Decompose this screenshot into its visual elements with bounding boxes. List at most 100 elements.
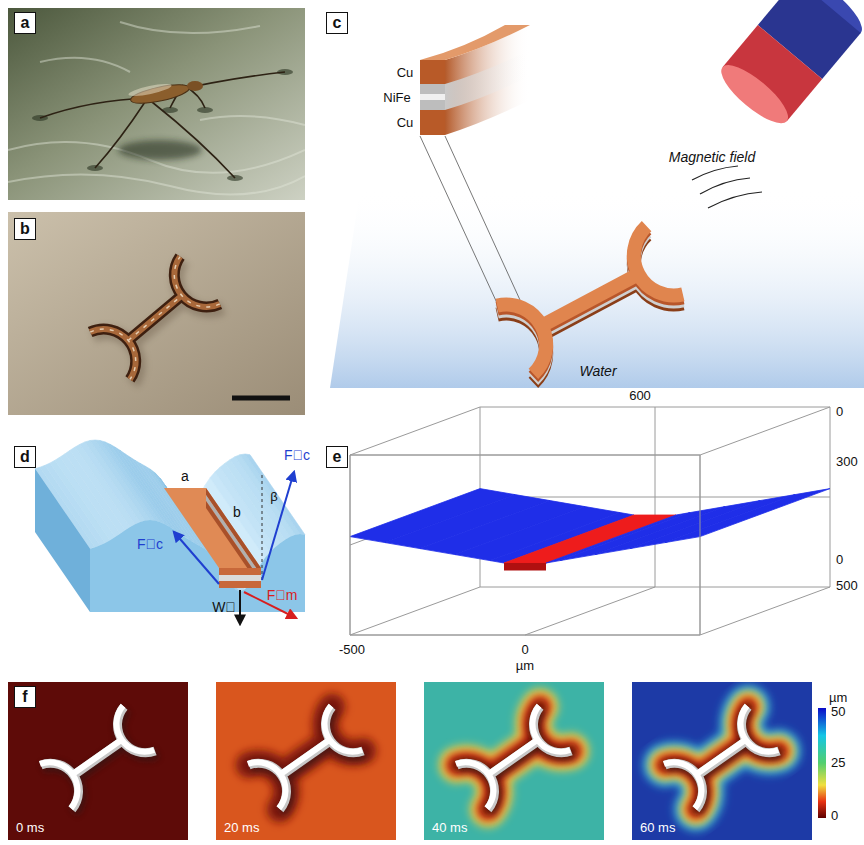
simulation-frame <box>424 682 604 840</box>
water-surface <box>665 489 830 543</box>
frame-ground <box>216 682 396 840</box>
leader-line <box>445 136 520 300</box>
robot-edge-group <box>41 707 155 810</box>
box-edge <box>350 635 700 636</box>
robot-edge <box>457 707 571 810</box>
robot-edge <box>249 707 363 810</box>
field-line <box>700 178 750 194</box>
robot-outline <box>90 257 220 380</box>
bar-front-layer <box>219 575 261 581</box>
panel-label: c <box>326 12 348 34</box>
axis-tick: 300 <box>836 455 858 469</box>
strider-shadow <box>118 140 202 160</box>
robot-highlight-group <box>90 257 220 380</box>
water-ripple <box>120 22 260 33</box>
bar-side-layer <box>206 488 261 575</box>
axis-tick: 500 <box>836 579 858 593</box>
robot-edge-group <box>457 707 571 810</box>
robot-front <box>504 563 546 571</box>
strider-leg <box>152 102 235 178</box>
bar-side-layer <box>206 501 261 588</box>
bar-side-layer <box>206 495 261 581</box>
capillary-force-arrow <box>262 472 294 580</box>
simulation-frame <box>8 682 188 840</box>
robot-edge <box>41 707 155 810</box>
box-edge <box>350 455 700 456</box>
strider-wing <box>128 82 173 99</box>
force-label: F⃗m <box>267 588 298 603</box>
nife-highlight <box>420 94 445 100</box>
water-ground <box>8 8 305 200</box>
time-label: 60 ms <box>640 821 675 835</box>
robot-top <box>497 226 683 374</box>
frame-ground <box>632 682 812 840</box>
simulation-frame <box>216 682 396 840</box>
colorbar-tick: 0 <box>831 809 838 823</box>
robot-body-group <box>664 706 778 809</box>
robot-highlight <box>90 257 220 380</box>
grid-line <box>525 587 655 635</box>
dimension-label: a <box>181 469 189 484</box>
force-label: F⃗c <box>284 448 310 463</box>
schematic <box>330 0 864 388</box>
strider-head <box>187 81 203 91</box>
layer-label: Cu <box>397 66 414 80</box>
axis-tick: 0 <box>521 643 528 657</box>
nife-layer <box>420 84 445 110</box>
magnet <box>713 0 864 132</box>
panel-label: d <box>14 446 36 468</box>
photo-ground <box>8 212 305 415</box>
panel-letter: f <box>22 689 27 705</box>
surface-plot <box>350 407 830 635</box>
robot-body <box>248 706 362 809</box>
angle-label: β <box>270 490 277 504</box>
water-ripple <box>200 116 305 125</box>
axis-tick: -500 <box>339 643 365 657</box>
robot-body-group <box>456 706 570 809</box>
box-edge <box>700 455 701 635</box>
capillary-force-arrow <box>174 532 219 584</box>
field-line <box>708 192 762 208</box>
magnet-face <box>713 56 795 131</box>
colorbar <box>818 708 826 818</box>
colorbar-tick: 50 <box>831 705 845 719</box>
axis-unit: µm <box>516 659 534 673</box>
box-edge <box>700 407 830 455</box>
robot-outline-group <box>90 257 220 380</box>
weight-arrow <box>239 590 241 624</box>
axis-tick: 600 <box>629 389 651 403</box>
time-label: 20 ms <box>224 821 259 835</box>
scale-bar <box>232 396 290 401</box>
box-edge <box>350 455 700 456</box>
force-diagram <box>35 440 305 624</box>
simulation-frames <box>8 682 826 840</box>
panel-label: e <box>326 446 348 468</box>
axis-tick: 0 <box>836 405 843 419</box>
layer-label: NiFe <box>383 91 410 105</box>
robot-edge-group <box>249 707 363 810</box>
panel-label: b <box>14 218 36 240</box>
robot-copper-group <box>90 257 220 380</box>
copper-layer <box>420 60 445 84</box>
force-label: F⃗c <box>137 537 163 552</box>
colorbar-tick: 25 <box>831 756 845 770</box>
box-edge <box>350 635 700 636</box>
robot-top-group <box>497 226 683 374</box>
water-ripple <box>8 174 305 194</box>
time-label: 0 ms <box>16 821 44 835</box>
robot-copper <box>90 257 220 380</box>
panel-letter: d <box>20 449 30 465</box>
layer-label: Cu <box>397 116 414 130</box>
panel-label: a <box>14 12 36 34</box>
water-surface <box>630 495 795 549</box>
water-ripple <box>40 58 130 72</box>
panel-letter: e <box>333 449 342 465</box>
water-top-strip <box>240 454 300 535</box>
box-edge <box>700 455 701 635</box>
layer-top <box>420 25 530 60</box>
panel-letter: b <box>20 221 30 237</box>
leader-line <box>420 136 497 303</box>
robot-body-group <box>40 706 154 809</box>
